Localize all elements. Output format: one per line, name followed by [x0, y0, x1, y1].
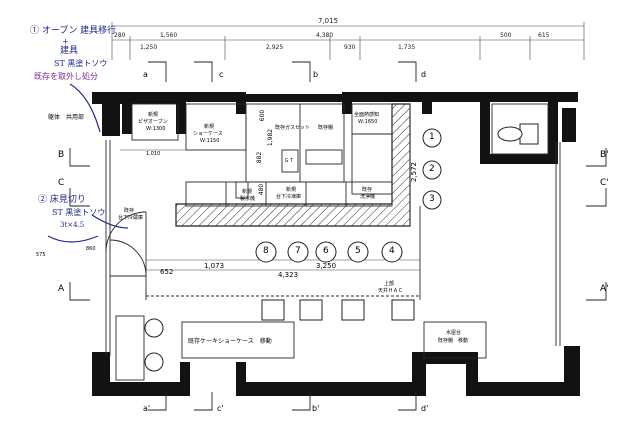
dim-600: 600	[259, 109, 267, 122]
handwritten-arrows	[47, 83, 129, 243]
note2-line3: 3t×4.5	[60, 221, 85, 229]
dishwasher-label-1: 既存	[362, 187, 373, 193]
dim-1982: 1,982	[267, 128, 275, 147]
seat-3	[422, 190, 442, 210]
top-dimension-lines	[111, 22, 585, 60]
dim-882: 882	[256, 151, 264, 164]
marker-A-prime: A'	[600, 284, 609, 294]
upper-label-2: 天井ＨＡＣ	[378, 288, 404, 294]
note1-line4: ST 黒塗トソウ	[54, 59, 108, 68]
marker-b-prime: b'	[312, 404, 320, 413]
partitions	[105, 103, 561, 381]
top-dim-1: 280	[114, 32, 126, 39]
gt-label: ＧＴ	[284, 158, 295, 164]
sink-label-1: 全面熱感知	[354, 112, 380, 118]
door-dim-575: 575	[36, 252, 46, 258]
oven-label-1: 新規	[148, 112, 159, 118]
top-dim-2: 1,560	[160, 32, 178, 39]
top-dim-9: 615	[538, 32, 550, 39]
top-dim-4: 2,925	[266, 44, 284, 51]
marker-d: d	[421, 70, 427, 79]
counter-label: 既存棚	[318, 125, 334, 131]
seat-number-7: 7	[295, 246, 301, 256]
dim-652: 652	[160, 268, 174, 276]
ice-maker-label-2: 製氷機	[240, 196, 256, 202]
top-dim-6: 930	[344, 44, 356, 51]
marker-b: b	[313, 70, 319, 79]
freezer-label-1: 新規	[286, 187, 297, 193]
note2-line2: ST 黒塗トソウ	[52, 208, 106, 217]
seat-number-3: 3	[429, 194, 435, 204]
seat-7	[287, 241, 309, 263]
note1-line3: 建具	[60, 46, 79, 56]
toilet-icon	[497, 123, 539, 145]
marker-A: A	[58, 284, 65, 294]
seat-number-4: 4	[389, 246, 395, 256]
note1-line1: ① オーブン 建具移行	[30, 26, 117, 36]
dim-1010: 1,010	[146, 151, 161, 157]
freezer-label-2: 台下冷凍庫	[276, 194, 302, 200]
showcase-label-3: Ｗ:1150	[200, 138, 220, 144]
marker-c-prime: c'	[217, 404, 224, 413]
top-dim-3: 1,250	[140, 44, 158, 51]
fridge-label-2: 台下冷蔵庫	[118, 215, 144, 221]
marker-d-prime: d'	[421, 404, 429, 413]
marker-a: a	[143, 70, 148, 79]
top-dim-8: 500	[500, 32, 512, 39]
seat-number-8: 8	[263, 246, 269, 256]
marker-C: C	[58, 178, 65, 188]
cake-showcase-label: 既存ケーキショーケース 移動	[188, 338, 272, 345]
seat-8	[255, 241, 277, 263]
dishwasher-label-2: 洗浄機	[360, 194, 376, 200]
marker-C-prime: C'	[600, 178, 609, 188]
seats	[144, 128, 442, 372]
dim-480: 480	[258, 183, 266, 196]
note1-line5: 既存を取外し処分	[34, 72, 98, 81]
section-marker-shapes	[69, 61, 607, 411]
marker-B-prime: B'	[600, 150, 609, 160]
sink-label-2: Ｗ:1650	[358, 119, 378, 125]
water-server-label-1: 水屋台	[446, 330, 462, 336]
marker-c: c	[219, 70, 224, 79]
seat-4	[381, 241, 403, 263]
overall-dimension: 7,015	[318, 17, 339, 25]
dim-2572: 2,572	[410, 161, 419, 183]
inner-dim-lines	[120, 104, 420, 271]
ice-maker-label-1: 新規	[242, 189, 253, 195]
water-server-label-2: 既存棚 移動	[438, 338, 469, 344]
gas-stove-label: 既存ガスセット	[275, 125, 311, 131]
door-dim-860: 860	[86, 246, 96, 252]
top-dim-7: 1,735	[398, 44, 416, 51]
dim-4323: 4,323	[278, 271, 299, 279]
oven-label-3: Ｗ:1300	[146, 126, 166, 132]
top-dim-5: 4,380	[316, 32, 334, 39]
dim-1073: 1,073	[204, 262, 225, 270]
note1-line2: +	[62, 37, 69, 46]
seat-1	[422, 128, 442, 148]
oven-label-2: ピザオーブン	[138, 119, 168, 125]
exterior-walls	[92, 92, 580, 396]
seat-2	[422, 160, 442, 180]
seat-5	[347, 241, 369, 263]
seat-number-1: 1	[429, 132, 435, 142]
wall-label: 躯体 共用部	[48, 114, 85, 121]
upper-label-1: 上部	[384, 281, 395, 287]
seat-number-5: 5	[355, 246, 361, 256]
note2-line1: ② 床見切り	[38, 195, 86, 205]
seat-number-2: 2	[429, 164, 435, 174]
dim-3250: 3,250	[316, 262, 337, 270]
showcase-label-2: ショーケース	[193, 131, 223, 137]
seat-number-6: 6	[323, 246, 329, 256]
seat-6	[315, 241, 337, 263]
marker-B: B	[58, 150, 65, 160]
marker-a-prime: a'	[143, 404, 151, 413]
fridge-label-1: 既存	[124, 208, 135, 214]
showcase-label-1: 新規	[204, 124, 215, 130]
